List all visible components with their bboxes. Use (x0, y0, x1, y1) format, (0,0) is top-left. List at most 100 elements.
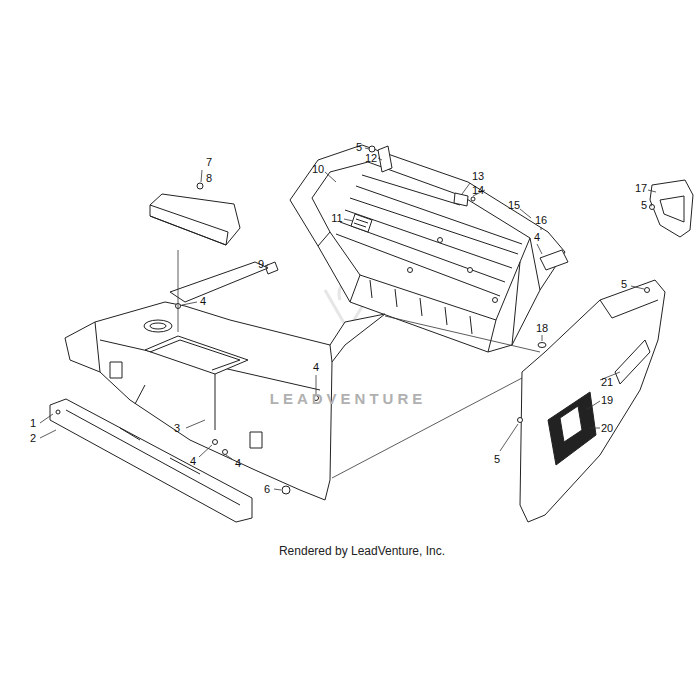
plug (538, 343, 546, 348)
side-decal-stripe (560, 406, 582, 442)
leader-line (462, 183, 470, 194)
callout-number: 7 (206, 157, 212, 168)
rivet (471, 197, 475, 201)
lid-edge (150, 205, 228, 245)
callout-number: 17 (635, 183, 647, 194)
callout-number: 14 (472, 185, 484, 196)
callout-number: 6 (264, 484, 270, 495)
bed-hole (438, 238, 443, 243)
side-panel-edge (600, 300, 658, 318)
screw (650, 205, 655, 210)
callout-number: 2 (30, 433, 36, 444)
model-decal (615, 340, 650, 384)
leader-line (500, 424, 518, 451)
handle-grip (660, 196, 684, 222)
bed-hole (493, 298, 498, 303)
cup-holder-inner (150, 323, 166, 329)
leader-line (201, 170, 202, 182)
bed-wall-ribs (370, 280, 472, 334)
body-recess (110, 362, 122, 378)
callout-number: 10 (312, 164, 324, 175)
watermark: LEADVENTURE (270, 391, 427, 406)
leader-line (182, 302, 197, 305)
decal-lines (354, 219, 368, 227)
cup-holder (144, 320, 172, 332)
leader-line (378, 158, 382, 160)
callout-number: 15 (508, 200, 520, 211)
leader-line (537, 244, 542, 254)
leader-line (226, 455, 232, 459)
leader-line (274, 489, 281, 490)
lower-trim (50, 399, 252, 522)
leader-line (542, 335, 543, 341)
side-decal (548, 392, 596, 465)
callout-number: 11 (331, 213, 342, 224)
callout-number: 13 (472, 171, 484, 182)
screw (518, 418, 523, 423)
callout-number: 12 (365, 153, 377, 164)
storage-lid (150, 194, 240, 245)
callout-number: 9 (258, 259, 264, 270)
leader-line (186, 420, 205, 428)
callout-number: 1 (30, 418, 36, 429)
leader-line (648, 190, 656, 192)
callout-number: 18 (536, 323, 548, 334)
leader-line (650, 205, 652, 206)
screw-hole (223, 450, 228, 455)
storage-well-rim (150, 340, 240, 370)
bed-hole (468, 268, 473, 273)
cargo-bed-floor (312, 162, 530, 320)
callout-number: 4 (200, 296, 206, 307)
storage-well (145, 336, 248, 374)
screw (197, 183, 203, 189)
leader-line (40, 414, 53, 423)
lower-trim-detail (66, 410, 240, 505)
leader-line (586, 401, 600, 410)
top-trim-strip (170, 262, 268, 302)
screw (369, 146, 375, 152)
callout-number: 4 (534, 232, 540, 243)
callout-number: 4 (313, 362, 319, 373)
side-panel (520, 280, 665, 522)
leader-line (365, 148, 369, 149)
leader-line (325, 172, 336, 182)
callout-number: 5 (356, 142, 362, 153)
leader-line (40, 430, 56, 438)
body-recess (250, 432, 262, 448)
callout-number: 19 (601, 395, 613, 406)
leader-line (541, 227, 542, 230)
body-edges (95, 322, 332, 390)
callout-number: 4 (235, 458, 241, 469)
leader-line (344, 219, 353, 221)
cargo-bed (290, 145, 565, 352)
latch (454, 193, 468, 206)
grommet (282, 486, 290, 494)
bed-hinge (540, 250, 568, 270)
leader-line (178, 250, 179, 332)
leader-line (199, 445, 212, 457)
callout-number: 3 (174, 423, 180, 434)
callout-number: 20 (601, 423, 613, 434)
bracket (378, 146, 392, 172)
callout-number: 5 (621, 279, 627, 290)
leader-line (631, 286, 644, 289)
warning-decal (351, 214, 372, 232)
leader-line (266, 264, 268, 268)
screw (56, 410, 60, 414)
floor-ribs (336, 175, 522, 296)
caption: Rendered by LeadVenture, Inc. (279, 544, 445, 558)
leader-line (385, 316, 540, 352)
callout-number: 8 (206, 173, 212, 184)
leader-line (520, 209, 531, 218)
callout-number: 4 (190, 456, 196, 467)
screw-hole (213, 440, 218, 445)
leader-line (590, 428, 600, 429)
callout-number: 5 (494, 454, 500, 465)
callout-number: 5 (641, 200, 647, 211)
grab-handle (650, 180, 693, 237)
bed-hole (408, 268, 413, 273)
callout-number: 16 (535, 215, 547, 226)
callout-number: 21 (601, 377, 613, 388)
